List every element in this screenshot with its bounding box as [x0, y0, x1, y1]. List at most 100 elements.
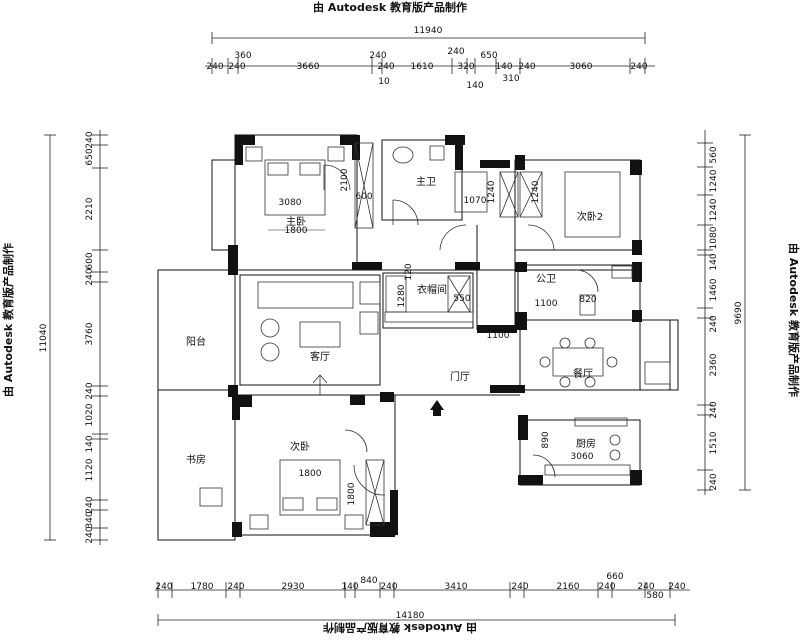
room-label-kitchen: 厨房: [576, 437, 596, 450]
dim-left-2: 2210: [85, 197, 95, 220]
wall-solid-segments: [228, 135, 642, 537]
dim-top-r3-0: 10: [378, 77, 390, 87]
dim-bottom-total: 14180: [396, 611, 425, 621]
room-label-living: 客厅: [310, 350, 330, 363]
room-label-master-bedroom: 主卧: [286, 215, 306, 228]
inner-dim-1240b: 1240: [531, 180, 541, 203]
dim-left-9: 1120: [85, 458, 95, 481]
dim-top-r2-7: 240: [518, 62, 535, 72]
dim-right-total: 9690: [734, 301, 744, 324]
dim-top-r1-0: 360: [234, 51, 251, 61]
dim-bottom-5: 840: [360, 576, 377, 586]
dim-left-6: 240: [85, 382, 95, 399]
inner-dim-1100-hall: 1100: [487, 331, 510, 341]
dim-bottom-2: 240: [227, 582, 244, 592]
dim-bottom-small-0: 660: [606, 572, 623, 582]
room-label-second-bedroom: 次卧: [290, 440, 310, 453]
dim-right-4: 140: [709, 253, 719, 270]
inner-dim-1280: 1280: [397, 284, 407, 307]
dim-bottom-6: 240: [380, 582, 397, 592]
left-dimension-lines: [44, 130, 108, 545]
inner-dim-600: 600: [355, 192, 372, 202]
watermark-right: 由 Autodesk 教育版产品制作: [787, 243, 800, 397]
dim-top-total: 11940: [414, 26, 443, 36]
dim-top-r1-3: 650: [480, 51, 497, 61]
dim-bottom-3: 2930: [282, 582, 305, 592]
room-label-master-bath: 主卫: [416, 176, 436, 188]
dim-bottom-4: 140: [341, 582, 358, 592]
inner-dim-2100: 2100: [340, 168, 350, 191]
room-label-balcony: 阳台: [186, 335, 206, 348]
dim-left-8: 140: [85, 435, 95, 452]
dim-left-7: 1020: [85, 403, 95, 426]
inner-dim-1240a: 1240: [487, 180, 497, 203]
dim-right-0: 560: [709, 146, 719, 163]
dim-top-r2-1: 240: [228, 62, 245, 72]
dim-top-r2-2: 3660: [297, 62, 320, 72]
room-label-cloakroom: 衣帽间: [417, 283, 447, 296]
dim-top-r2-3: 240: [377, 62, 394, 72]
dim-bottom-0: 240: [155, 582, 172, 592]
dim-left-4: 240: [85, 268, 95, 285]
doors: [323, 164, 599, 496]
dim-left-0: 240: [85, 131, 95, 148]
furniture: [199, 142, 671, 530]
room-label-public-bath: 公卫: [536, 274, 556, 285]
inner-dim-1800-bed: 1800: [299, 469, 322, 479]
room-label-study: 书房: [186, 453, 206, 466]
dim-bottom-7: 3410: [445, 582, 468, 592]
inner-dim-1800-master: 1800: [285, 226, 308, 236]
dim-left-total: 11040: [39, 323, 49, 352]
entrance-arrow-icon: [430, 400, 444, 416]
dim-bottom-small-1: 580: [646, 591, 663, 601]
dim-right-7: 2360: [709, 353, 719, 376]
dim-left-1: 650: [85, 148, 95, 165]
dim-bottom-8: 240: [511, 582, 528, 592]
inner-dim-550: 550: [453, 294, 470, 304]
dim-right-5: 1460: [709, 278, 719, 301]
wall-outlines: [157, 134, 679, 541]
dim-top-r2-6: 140: [495, 62, 512, 72]
dim-left-5: 3760: [85, 322, 95, 345]
dim-bottom-1: 1780: [191, 582, 214, 592]
dim-left-3: 600: [85, 252, 95, 269]
inner-dim-120: 120: [404, 263, 414, 280]
room-label-foyer: 门厅: [450, 370, 470, 383]
dim-bottom-9: 2160: [557, 582, 580, 592]
dim-right-10: 240: [709, 473, 719, 490]
bottom-dimension-lines: [155, 582, 690, 626]
dim-top-r2-4: 1610: [411, 62, 434, 72]
dim-right-3: 1080: [709, 226, 719, 249]
top-dimension-lines: [205, 32, 655, 74]
inner-dim-3060: 3060: [571, 452, 594, 462]
dim-right-9: 1510: [709, 431, 719, 454]
inner-dim-1070: 1070: [464, 196, 487, 206]
inner-dim-820: 820: [579, 295, 596, 305]
dim-bottom-12: 240: [668, 582, 685, 592]
dim-bottom-10: 240: [598, 582, 615, 592]
dim-top-r1-1: 240: [369, 51, 386, 61]
dim-top-r3-1: 140: [466, 81, 483, 91]
dim-left-10: 240: [85, 496, 95, 513]
inner-dim-1100-bath: 1100: [535, 299, 558, 309]
dim-top-r2-8: 3060: [570, 62, 593, 72]
inner-dim-1800-wardrobe: 1800: [347, 482, 357, 505]
dim-top-r1-2: 240: [447, 47, 464, 57]
right-dimension-lines: [697, 130, 751, 495]
dim-top-r3-2: 310: [502, 74, 519, 84]
dim-bottom-11: 240: [637, 582, 654, 592]
dim-top-r2-9: 240: [630, 62, 647, 72]
dim-left-11: 340: [85, 511, 95, 528]
watermark-top: 由 Autodesk 教育版产品制作: [313, 0, 467, 14]
dim-right-6: 240: [709, 315, 719, 332]
watermark-bottom: 由 Autodesk 教育版产品制作: [323, 621, 477, 635]
inner-dim-3080: 3080: [279, 198, 302, 208]
dim-right-8: 240: [709, 401, 719, 418]
watermark-left: 由 Autodesk 教育版产品制作: [1, 243, 15, 397]
dim-right-1: 1240: [709, 169, 719, 192]
dim-left-12: 240: [85, 526, 95, 543]
room-label-dining: 餐厅: [573, 367, 593, 380]
dim-right-2: 1240: [709, 198, 719, 221]
